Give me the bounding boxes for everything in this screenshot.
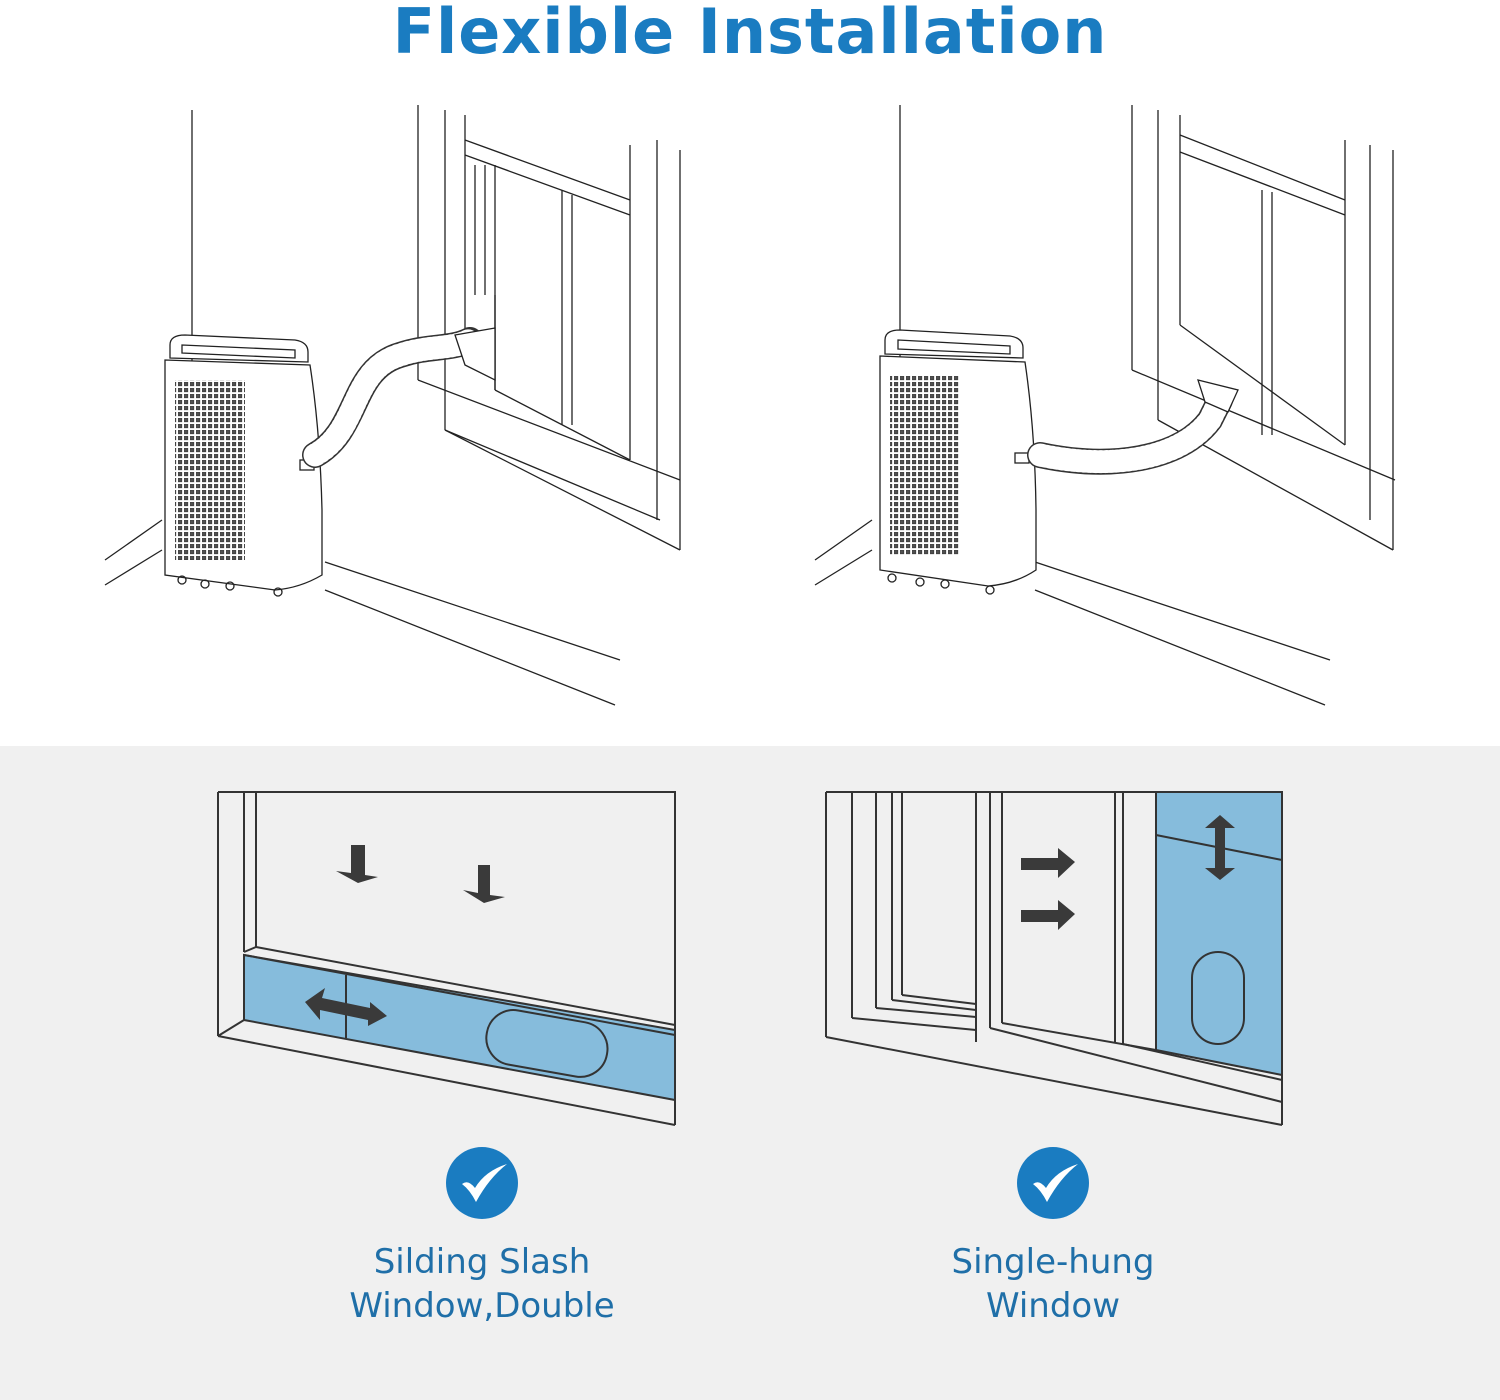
label-line-1: Single-hung xyxy=(951,1242,1155,1282)
illustration-sliding-window-installation xyxy=(100,100,700,720)
check-circle-icon xyxy=(1016,1146,1090,1220)
label-line-2: Window,Double xyxy=(349,1286,615,1326)
option-label-single-hung: Single-hung Window xyxy=(853,1240,1253,1328)
label-line-1: Silding Slash xyxy=(373,1242,591,1282)
page-title: Flexible Installation xyxy=(392,0,1108,68)
illustration-single-hung-window-installation xyxy=(810,100,1410,720)
single-hung-window-diagram xyxy=(820,780,1300,1144)
check-circle-icon xyxy=(445,1146,519,1220)
sliding-window-diagram xyxy=(210,780,690,1144)
option-label-sliding-window: Silding Slash Window,Double xyxy=(282,1240,682,1328)
label-line-2: Window xyxy=(985,1286,1121,1326)
